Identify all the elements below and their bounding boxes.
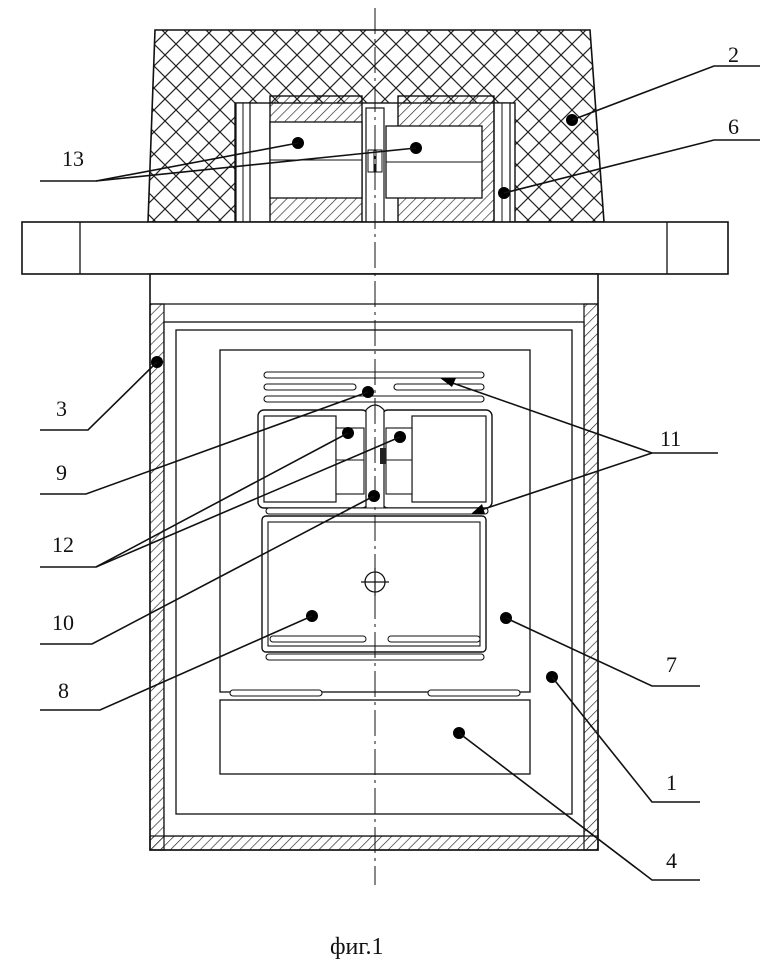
label-11: 11 [660,426,681,451]
top-cap [148,30,604,222]
upper-block-right [386,96,494,222]
pin-left [236,103,250,222]
label-4: 4 [666,848,677,873]
label-6: 6 [728,114,739,139]
middle-block-left [258,410,368,508]
label-7: 7 [666,652,677,677]
label-3: 3 [56,396,67,421]
figure-caption: фиг.1 [330,934,384,960]
pin-right [494,103,510,222]
label-2: 2 [728,42,739,67]
label-1: 1 [666,770,677,795]
label-8: 8 [58,678,69,703]
label-12: 12 [52,532,74,557]
label-10: 10 [52,610,74,635]
label-13: 13 [62,146,84,171]
label-9: 9 [56,460,67,485]
middle-block-right [382,410,492,508]
